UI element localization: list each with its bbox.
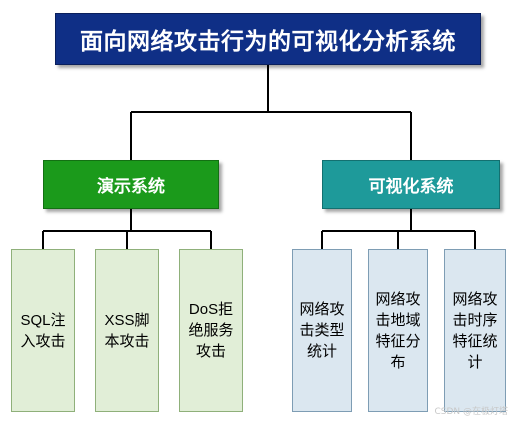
root-title-text: 面向网络攻击行为的可视化分析系统 [80, 29, 456, 55]
leaf-node-attack-time-stats: 网络攻击时序特征统计 [444, 249, 506, 412]
leaf-node-dos: DoS拒绝服务攻击 [179, 249, 243, 412]
branch-demo-label: 演示系统 [97, 177, 165, 197]
leaf-attack-time-label: 网络攻击时序特征统计 [452, 290, 498, 371]
leaf-sql-injection-label: SQL注入攻击 [20, 311, 66, 350]
leaf-node-xss: XSS脚本攻击 [95, 249, 159, 412]
leaf-attack-type-label: 网络攻击类型统计 [299, 301, 345, 360]
leaf-node-sql-injection: SQL注入攻击 [11, 249, 75, 412]
root-node-title: 面向网络攻击行为的可视化分析系统 [55, 13, 481, 65]
leaf-attack-geo-label: 网络攻击地域特征分布 [375, 290, 421, 371]
branch-node-demo-system: 演示系统 [43, 160, 219, 209]
watermark-text: CSDN @在极灯塔 [434, 407, 508, 417]
leaf-node-attack-type-stats: 网络攻击类型统计 [292, 249, 352, 412]
branch-node-visualization-system: 可视化系统 [322, 160, 500, 209]
leaf-xss-label: XSS脚本攻击 [104, 311, 150, 350]
leaf-node-attack-geo-distribution: 网络攻击地域特征分布 [368, 249, 428, 412]
leaf-dos-label: DoS拒绝服务攻击 [188, 301, 234, 360]
branch-vis-label: 可视化系统 [368, 177, 454, 197]
